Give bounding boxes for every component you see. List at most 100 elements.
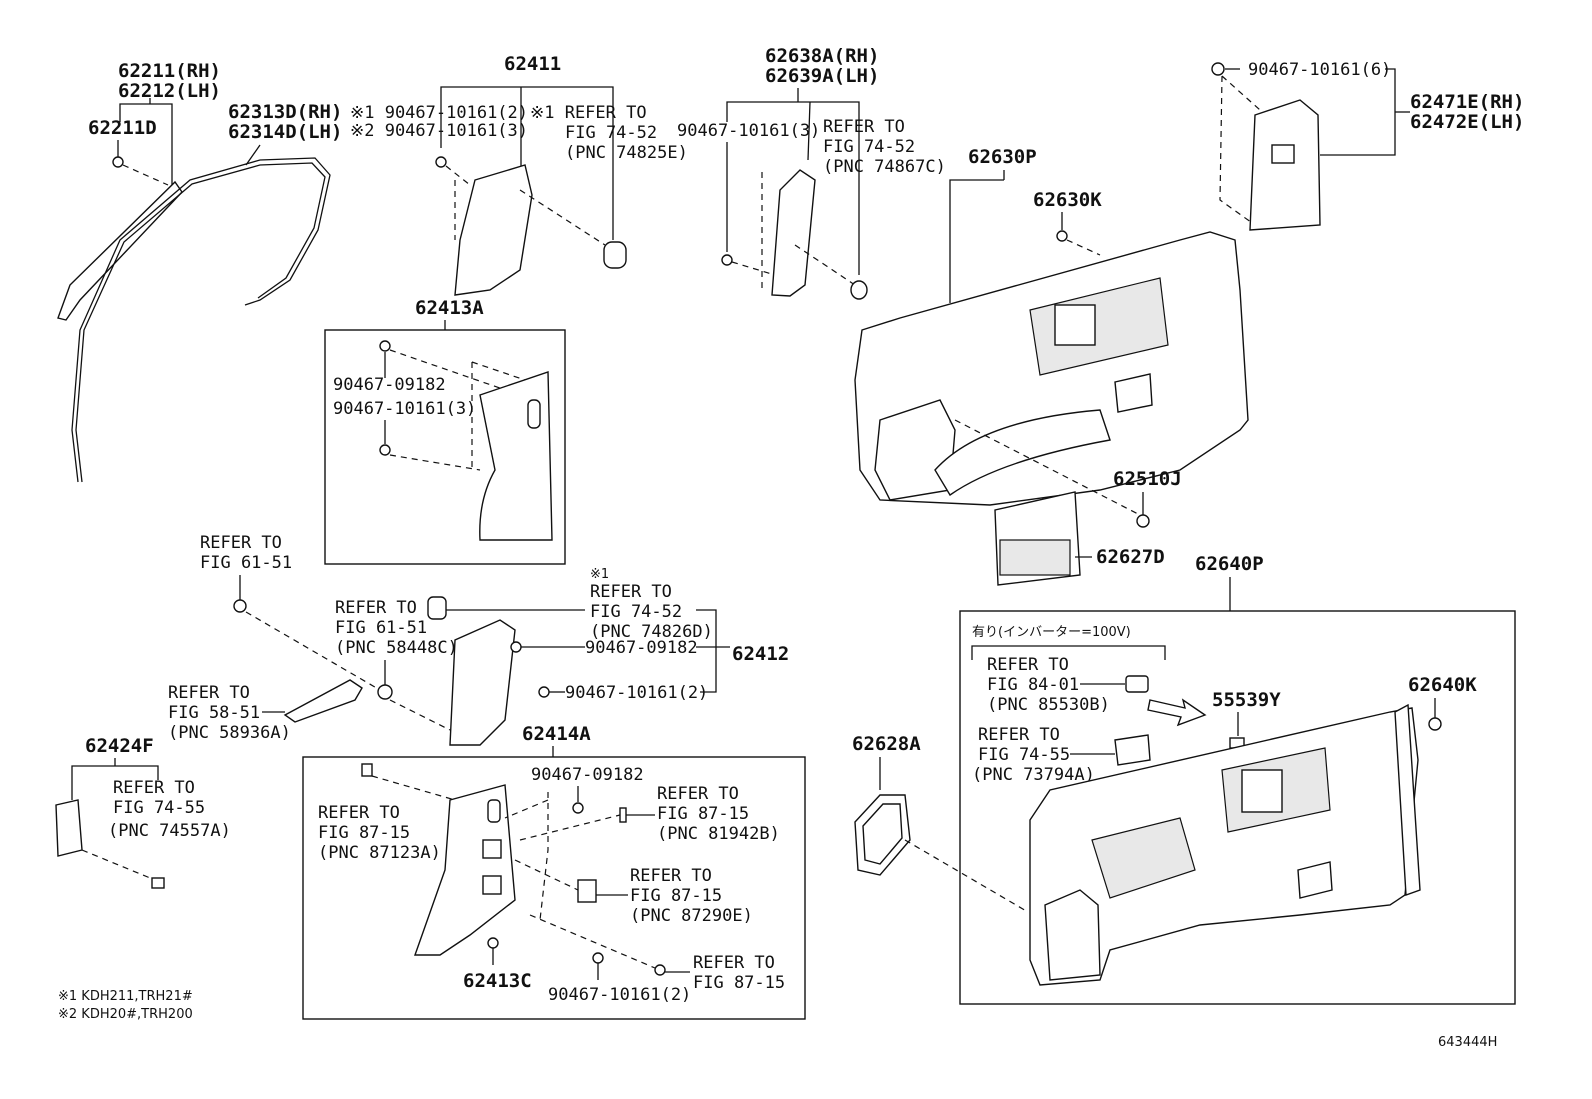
label-refer-e: REFER TO	[590, 582, 672, 602]
dash-62411-a	[445, 165, 471, 186]
clip-62471e	[1211, 62, 1225, 76]
62413a-group: 62413A 90467-09182 90467-10161(3)	[324, 297, 566, 565]
vent-62640p	[1297, 861, 1333, 899]
dash-6151a	[245, 611, 381, 691]
dash-62424f	[81, 849, 156, 881]
leader-62638a-mid	[807, 101, 811, 161]
label-pnc58936a: (PNC 58936A)	[168, 723, 291, 743]
pillar-62411	[454, 164, 533, 296]
leader-62630p	[949, 179, 1004, 303]
cover-62628a-inner	[862, 803, 903, 865]
label-62412: 62412	[732, 643, 789, 665]
label-pnc87290e: (PNC 87290E)	[630, 906, 753, 926]
dash-62638a-c	[794, 244, 856, 286]
label-fig7452c: FIG 74-52	[590, 602, 682, 622]
clip-87123a	[361, 763, 373, 777]
label-inverter: 有り(インバーター=100V)	[972, 625, 1131, 640]
dash-87290e	[514, 859, 579, 891]
pocket-62640p	[1044, 889, 1101, 981]
footnotes: ※1 KDH211,TRH21# ※2 KDH20#,TRH200 643444…	[58, 989, 1497, 1050]
62628a-group: 62628A	[852, 733, 1029, 913]
label-62472e: 62472E(LH)	[1410, 111, 1524, 133]
label-fig8715d: FIG 87-15	[693, 973, 785, 993]
bolt-58448c	[377, 684, 393, 700]
label-star1-refer: ※1 REFER TO	[530, 103, 647, 123]
label-refer-j: REFER TO	[630, 866, 712, 886]
label-62314d: 62314D(LH)	[228, 121, 342, 143]
label-fig5851: FIG 58-51	[168, 703, 260, 723]
label-62211d: 62211D	[88, 117, 157, 139]
dash-62413a-c	[471, 361, 526, 470]
label-fig8401: FIG 84-01	[987, 675, 1079, 695]
label-refer-d: REFER TO	[335, 598, 417, 618]
label-refer-f: REFER TO	[168, 683, 250, 703]
dash-6151b	[389, 699, 451, 731]
pillar-62412	[449, 619, 516, 746]
label-refer-i: REFER TO	[318, 803, 400, 823]
clip-74557a	[151, 877, 165, 889]
label-62413a: 62413A	[415, 297, 484, 319]
bolt-fig6151a	[233, 599, 247, 613]
label-refer-b: REFER TO	[823, 117, 905, 137]
label-62313d: 62313D(RH)	[228, 101, 342, 123]
window-inner-62630p	[1054, 304, 1096, 346]
label-refer-k: REFER TO	[693, 953, 775, 973]
bolt-62414a-a	[572, 802, 584, 814]
b-pillar-group: 62411 ※1 90467-10161(2) ※2 90467-10161(3…	[350, 53, 688, 296]
bolt-b10161-2b	[592, 952, 604, 964]
label-b09182c: 90467-09182	[531, 765, 644, 785]
label-b10161-3b: 90467-10161(3)	[677, 121, 820, 141]
label-62414a: 62414A	[522, 723, 591, 745]
wheelhouse-62630p	[934, 409, 1111, 497]
label-fig7452b: FIG 74-52	[823, 137, 915, 157]
label-fig6151a: FIG 61-51	[200, 553, 292, 573]
bracket-inverter	[971, 645, 1166, 660]
dash-62211d	[122, 164, 169, 186]
panel-62414a	[414, 784, 516, 956]
62424f-group: 62424F REFER TO FIG 74-55 (PNC 74557A)	[55, 735, 231, 889]
label-62630k: 62630K	[1033, 189, 1102, 211]
label-refer-h: REFER TO	[657, 784, 739, 804]
a-pillar-group: 62211(RH) 62212(LH) 62211D 62313D(RH) 62…	[57, 60, 342, 483]
bolt-62638a	[721, 254, 733, 266]
diagram-id: 643444H	[1438, 1035, 1497, 1050]
slot-62413a	[527, 399, 541, 429]
62471e-group: 90467-10161(6) 62471E(RH) 62472E(LH)	[1211, 60, 1524, 231]
window-62630p	[1029, 277, 1169, 376]
bin-62640p	[1091, 817, 1196, 899]
bolt-62413a-a	[379, 340, 391, 352]
bolt-62413a-b	[379, 444, 391, 456]
leader-62313d	[245, 144, 261, 166]
label-62628a: 62628A	[852, 733, 921, 755]
label-fig7452a: FIG 74-52	[565, 123, 657, 143]
label-star1-bolt: ※1 90467-10161(2)	[350, 103, 528, 123]
label-62413c: 62413C	[463, 970, 532, 992]
clip-62630k	[1056, 230, 1068, 242]
dash-62414a-a	[504, 792, 549, 921]
label-pnc87123a: (PNC 87123A)	[318, 843, 441, 863]
dash-62471e	[1219, 75, 1261, 226]
dash-87123a	[371, 775, 456, 801]
label-fig7455a: FIG 74-55	[113, 798, 205, 818]
label-62640p: 62640P	[1195, 553, 1264, 575]
label-fig8715a: FIG 87-15	[657, 804, 749, 824]
label-62627d: 62627D	[1096, 546, 1165, 568]
dash-81942b	[519, 814, 621, 841]
label-fig6151b: FIG 61-51	[335, 618, 427, 638]
connector-87290e	[577, 879, 597, 903]
vent-62630p	[1114, 373, 1153, 413]
label-pnc74825e: (PNC 74825E)	[565, 143, 688, 163]
clip-81942b	[619, 807, 627, 823]
label-pnc74867c: (PNC 74867C)	[823, 157, 946, 177]
label-refer-c: REFER TO	[200, 533, 282, 553]
label-fig8715c: FIG 87-15	[630, 886, 722, 906]
label-b09182a: 90467-09182	[333, 375, 446, 395]
panel-62413a	[479, 371, 553, 541]
bolt-62412-b	[538, 686, 550, 698]
pillar-62638a	[771, 169, 816, 297]
62638a-group: 62638A(RH) 62639A(LH) 90467-10161(3) REF…	[677, 45, 946, 300]
part-62424f	[55, 799, 83, 857]
panel-62471e	[1249, 99, 1321, 231]
box-62640p	[959, 610, 1516, 1005]
label-55539y: 55539Y	[1212, 689, 1281, 711]
